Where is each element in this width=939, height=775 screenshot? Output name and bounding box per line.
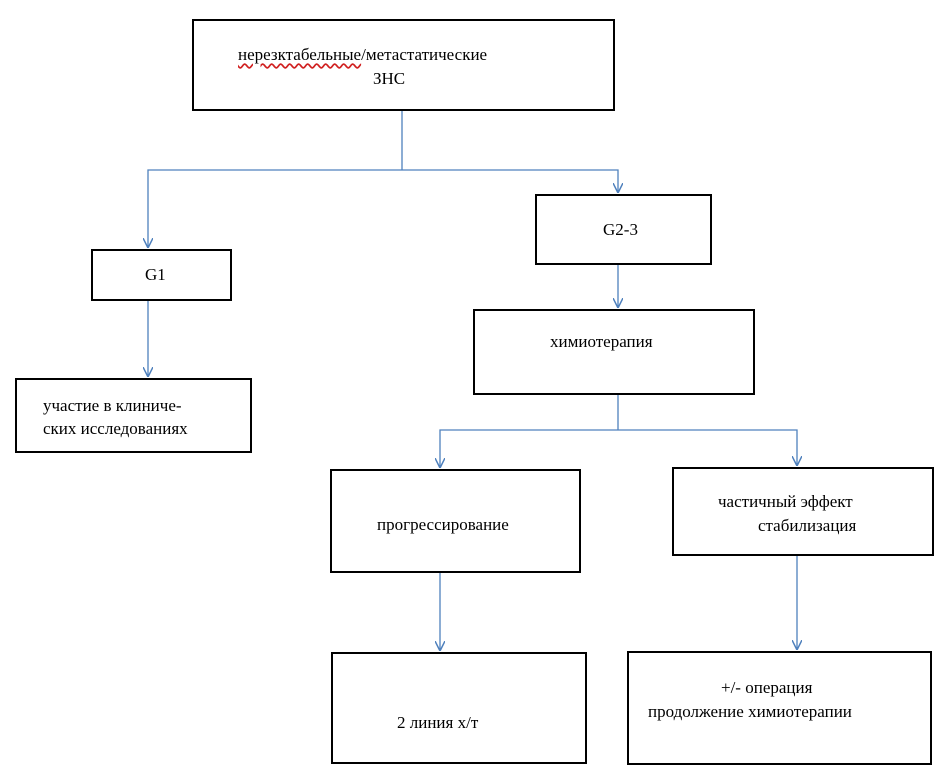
- clinical-text-line2: ских исследованиях: [43, 419, 188, 438]
- clinical-text-line1: участие в клиниче-: [43, 396, 182, 415]
- node-partial-effect: частичный эффект стабилизация: [672, 467, 934, 556]
- node-progression: прогрессирование: [330, 469, 581, 573]
- operation-text-line1: +/- операция: [721, 678, 813, 697]
- connector-chemo-to-progress: [440, 429, 618, 468]
- node-g1: G1: [91, 249, 232, 301]
- node-operation: +/- операция продолжение химиотерапии: [627, 651, 932, 765]
- second-line-label: 2 линия х/т: [397, 713, 479, 732]
- progression-label: прогрессирование: [377, 515, 509, 534]
- connector-root-to-g1: [148, 169, 402, 248]
- node-clinical-trials: участие в клиниче- ских исследованиях: [15, 378, 252, 453]
- root-text-line1-misspelled: нерезктабельные: [238, 45, 362, 64]
- root-text-line2: ЗНС: [373, 69, 406, 88]
- root-text-line1-rest: /метастатические: [361, 45, 488, 64]
- connector-chemo-to-partial: [618, 429, 797, 466]
- g1-label: G1: [145, 265, 166, 284]
- partial-effect-text-line1: частичный эффект: [718, 492, 853, 511]
- node-second-line-chemo: 2 линия х/т: [331, 652, 587, 764]
- operation-text-line2: продолжение химиотерапии: [648, 702, 852, 721]
- node-g2-3: G2-3: [535, 194, 712, 265]
- chemotherapy-label: химиотерапия: [550, 332, 653, 351]
- g2-3-label: G2-3: [603, 220, 638, 239]
- node-root: нерезктабельные/метастатические ЗНС: [192, 19, 615, 111]
- connector-root-to-g23: [402, 169, 618, 193]
- node-chemotherapy: химиотерапия: [473, 309, 755, 395]
- partial-effect-text-line2: стабилизация: [758, 516, 857, 535]
